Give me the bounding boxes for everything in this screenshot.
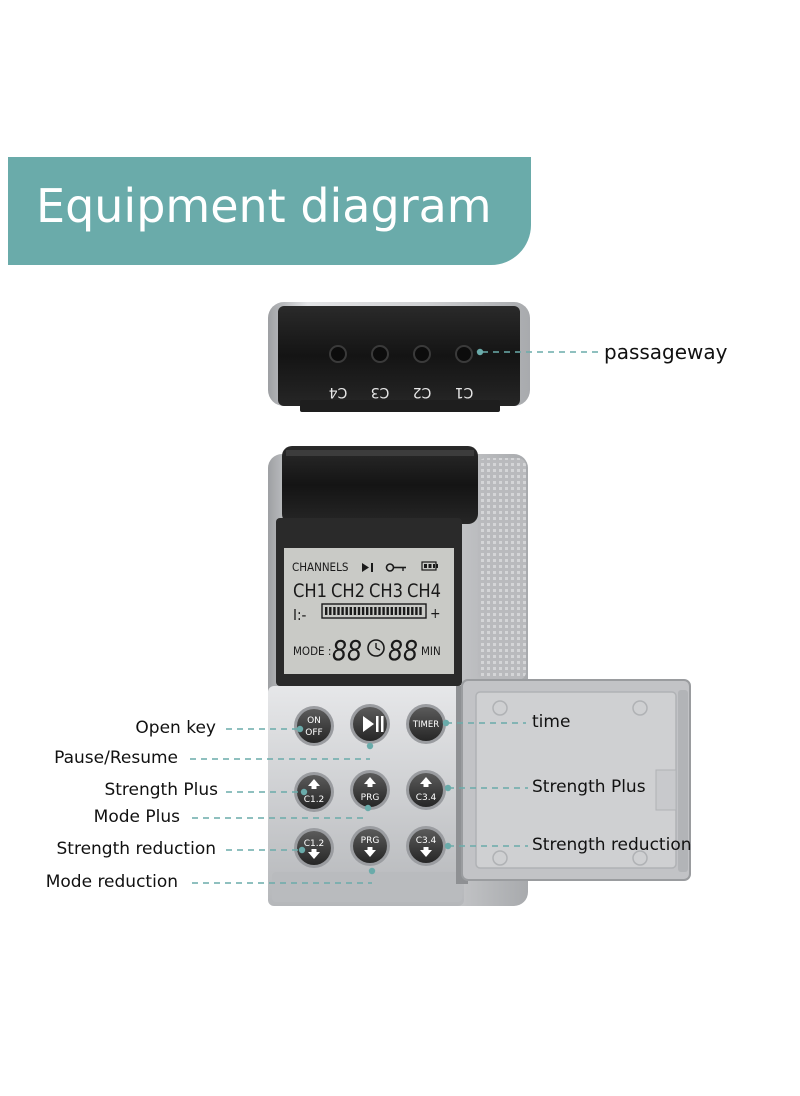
button-prg-up[interactable]: PRG — [350, 770, 390, 810]
port-c3 — [371, 345, 389, 363]
lcd-level-segment — [325, 607, 328, 615]
banner-title: Equipment diagram — [36, 179, 492, 233]
key-lock-icon — [385, 563, 406, 572]
label-strength-reduction-right: Strength reduction — [532, 835, 692, 855]
button-c12-down[interactable]: C1.2 — [294, 828, 334, 868]
lcd-level-segment — [398, 607, 402, 615]
c12-down-label: C1.2 — [304, 839, 325, 849]
lcd-level-segment — [366, 607, 369, 615]
lcd-level-segment — [349, 607, 352, 615]
label-mode-reduction: Mode reduction — [45, 872, 178, 892]
play-pause-icon — [363, 716, 384, 732]
battery-cover-door — [456, 679, 691, 884]
label-mode-plus: Mode Plus — [93, 807, 180, 827]
button-c12-up[interactable]: C1.2 — [294, 772, 334, 812]
arrow-up-icon — [364, 777, 376, 787]
lcd-mode-value: 88 — [332, 634, 362, 667]
leader-dots — [296, 348, 484, 875]
prg-down-label: PRG — [361, 836, 380, 846]
title-banner: Equipment diagram — [8, 157, 531, 265]
arrow-down-icon — [420, 847, 432, 857]
lcd-level-segment — [386, 607, 389, 615]
lcd-level-segment — [407, 607, 410, 615]
button-timer[interactable]: TIMER — [406, 704, 446, 744]
port-c1 — [455, 345, 473, 363]
arrow-down-icon — [364, 847, 376, 857]
lcd-level-segment — [378, 607, 381, 615]
port-label-c1: C1 — [455, 384, 474, 400]
lcd-channel-ch3: CH3 — [369, 580, 403, 602]
lcd-timer-value: 88 — [388, 634, 418, 667]
label-time: time — [532, 712, 571, 732]
label-strength-plus-left: Strength Plus — [104, 780, 218, 800]
play-pause-indicator-icon — [362, 563, 373, 572]
lcd-level-segment — [345, 607, 348, 615]
lcd-display: CHANNELS CH1 CH2 CH3 CH4 I:- + MODE : 88 — [276, 518, 462, 686]
lcd-min-label: MIN — [421, 644, 441, 658]
port-c2 — [413, 345, 431, 363]
arrow-up-icon — [420, 777, 432, 787]
lcd-level-segment — [394, 607, 398, 615]
lcd-level-segment — [341, 607, 344, 615]
c34-down-label: C3.4 — [416, 836, 437, 846]
lcd-level-segment — [390, 607, 393, 615]
lcd-level-segment — [419, 607, 422, 615]
lcd-level-segment — [329, 607, 332, 615]
lcd-level-segment — [357, 607, 361, 615]
lcd-level-minus: I:- — [293, 606, 307, 624]
lcd-level-segment — [374, 607, 377, 615]
port-label-c3: C3 — [371, 384, 390, 400]
lcd-level-segment — [411, 607, 414, 615]
label-pause-resume: Pause/Resume — [54, 748, 178, 768]
lcd-mode-label: MODE : — [293, 644, 331, 658]
lcd-level-plus: + — [430, 606, 441, 622]
lcd-level-segment — [402, 607, 406, 615]
button-on-off[interactable]: ON OFF — [294, 706, 334, 746]
lcd-level-segment — [361, 607, 365, 615]
c34-up-label: C3.4 — [416, 793, 437, 803]
off-label: OFF — [305, 728, 322, 738]
on-label: ON — [307, 716, 321, 726]
button-prg-down[interactable]: PRG — [350, 826, 390, 866]
port-c4 — [329, 345, 347, 363]
lcd-clock-icon — [367, 639, 385, 657]
button-pause-resume[interactable] — [350, 704, 390, 744]
lcd-level-segment — [370, 607, 373, 615]
lcd-level-segment — [353, 607, 357, 615]
lcd-channel-ch4: CH4 — [407, 580, 441, 602]
label-strength-plus-right: Strength Plus — [532, 777, 646, 797]
battery-icon — [421, 561, 438, 571]
label-passageway: passageway — [604, 340, 728, 364]
arrow-up-icon — [308, 779, 320, 789]
port-label-c4: C4 — [329, 384, 348, 400]
button-c34-up[interactable]: C3.4 — [406, 770, 446, 810]
timer-label: TIMER — [412, 720, 439, 730]
connector-unit: C4 C3 C2 C1 — [268, 302, 530, 412]
lcd-level-segment — [382, 607, 385, 615]
c12-up-label: C1.2 — [304, 795, 325, 805]
lcd-channel-ch2: CH2 — [331, 580, 365, 602]
lcd-level-segment — [415, 607, 418, 615]
lcd-level-segment — [333, 607, 336, 615]
port-label-c2: C2 — [413, 384, 432, 400]
arrow-down-icon — [308, 849, 320, 859]
lcd-channel-ch1: CH1 — [293, 580, 327, 602]
label-open-key: Open key — [135, 718, 216, 738]
lcd-level-bars — [325, 607, 422, 615]
leader-lines — [190, 351, 598, 884]
label-strength-reduction-left: Strength reduction — [56, 839, 217, 859]
lcd-level-segment — [337, 607, 340, 615]
button-c34-down[interactable]: C3.4 — [406, 826, 446, 866]
prg-up-label: PRG — [361, 793, 380, 803]
lcd-channels-label: CHANNELS — [292, 560, 348, 574]
lcd-level-bar-frame — [321, 603, 427, 619]
